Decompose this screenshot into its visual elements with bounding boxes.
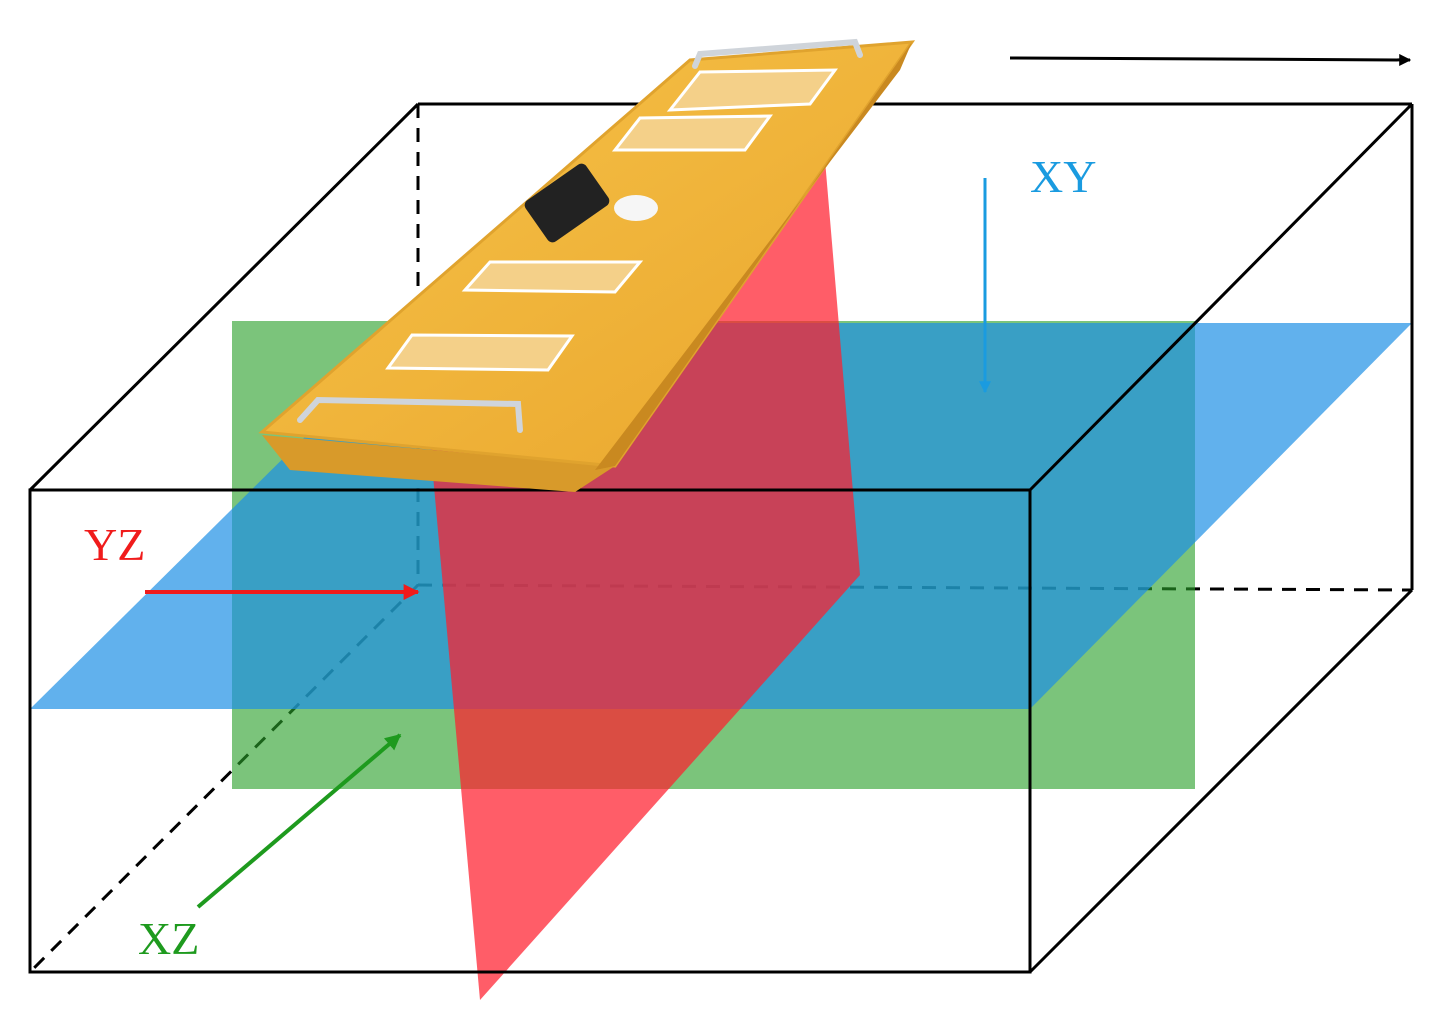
arrow-right-icon <box>1009 53 1412 66</box>
xz-label: XZ <box>138 913 199 964</box>
xz-arrow <box>196 733 402 909</box>
gpr-antenna-device-icon <box>258 38 916 492</box>
box-visible-edges <box>28 102 1414 974</box>
xy-label: XY <box>1030 151 1096 202</box>
yz-label: YZ <box>84 519 145 570</box>
